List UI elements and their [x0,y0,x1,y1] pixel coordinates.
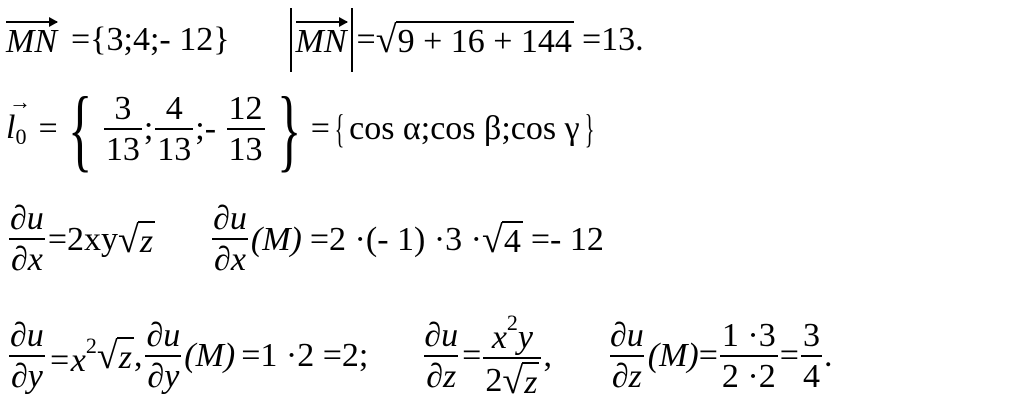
abs-bar-right [350,8,353,72]
unit-vector-l0: → l0 [6,88,31,149]
fraction-12-13: 12 13 [226,89,265,168]
vector-mn: MN [6,17,58,60]
sqrt-4: √ 4 [481,218,523,261]
point-m: (M) [647,337,699,374]
sqrt-z: √ z [118,218,156,261]
sqrt-symbol: √ [375,19,397,61]
point-m: (M) [184,337,236,374]
vector-arrow: → [9,88,31,114]
magnitude-result: =13. [581,21,644,58]
equation-line-1: MN ={3;4;- 12} MN = √ 9 + 16 + 144 =13. [6,8,644,72]
right-brace: } [276,78,301,180]
sqrt-z: √ z [96,335,134,377]
equals-sign: = [356,21,376,58]
partial-u-y-m: ∂u ∂y [145,316,182,395]
equation-line-4: ∂u ∂y =x2 √ z , ∂u ∂y (M) =1 ·2 =2; ∂u ∂… [8,310,833,402]
left-brace-small: { [334,106,345,152]
evaluation: =2 ·(- 1) ·3 · [309,220,482,258]
result: =- 12 [530,220,604,258]
partial-u-x-m: ∂u ∂x [212,200,248,278]
equals-sign: = [38,110,58,148]
fraction-4-13: 4 13 [155,89,194,168]
point-m: (M) [250,220,302,258]
rhs-2xy: =2xy [47,220,118,258]
equation-line-2: → l0 = { 3 13 ; 4 13 ;- 12 13 } = { cos … [6,78,595,180]
sqrt-radicand: 9 + 16 + 144 [395,21,574,60]
right-brace-small: } [584,106,595,152]
direction-cosines: cos α;cos β;cos γ [349,110,580,148]
sqrt-sum: √ 9 + 16 + 144 [376,21,574,59]
fraction-x2y-2sqrtz: x2y 2 √ z [483,312,542,400]
partial-u-x: ∂u ∂x [8,200,45,278]
left-brace: { [67,78,92,180]
equation-line-3: ∂u ∂x =2xy √ z ∂u ∂x (M) =2 ·(- 1) ·3 · … [6,202,604,277]
partial-u-z: ∂u ∂z [424,316,459,395]
equals-sign: = [310,110,330,148]
vector-mn-abs: MN [295,17,348,60]
rhs-x: =x [47,341,86,379]
fraction-1x3-2x2: 1 ·3 2 ·2 [719,316,778,395]
vector-mn-value: ={3;4;- 12} [71,21,230,58]
evaluation-y: =1 ·2 =2; [241,337,369,374]
partial-u-z-m: ∂u ∂z [609,316,644,395]
partial-u-y: ∂u ∂y [8,316,45,395]
abs-bar-left [289,8,292,72]
fraction-3-13: 3 13 [103,89,142,168]
fraction-3-4: 3 4 [800,316,822,395]
